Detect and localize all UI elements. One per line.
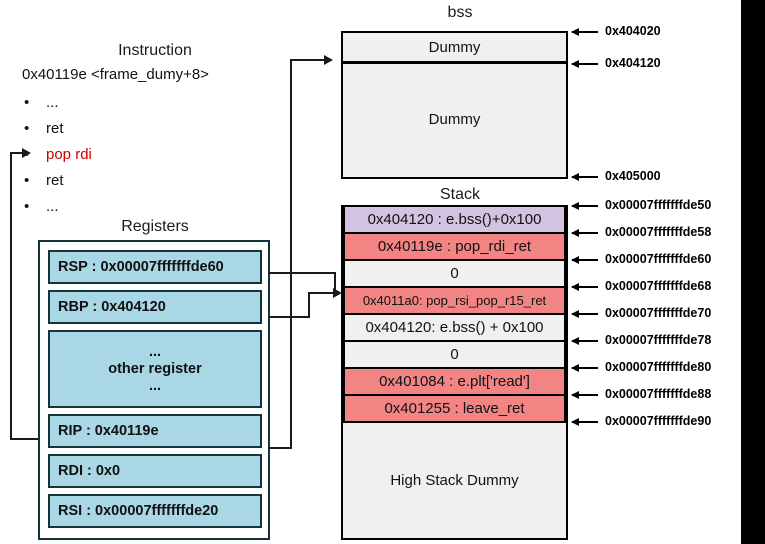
rbp-connector-vertical [308,294,310,318]
stack-panel: 0x404120 : e.bss()+0x100 0x40119e : pop_… [341,204,568,540]
instruction-line-text: ret [46,120,64,137]
stack-row-bss-plus-100[interactable]: 0x404120 : e.bss()+0x100 [343,204,566,234]
instruction-line-2-highlighted: •pop rdi [24,144,92,166]
instruction-line-3: • ret [24,170,64,192]
register-other[interactable]: ... other register ... [48,330,262,408]
stack-addr-de68: 0x00007fffffffde68 [605,279,712,293]
stack-title: Stack [439,186,480,203]
stack-row-plt-read[interactable]: 0x401084 : e.plt['read'] [343,366,566,396]
stack-addr-arrow-4 [571,309,598,318]
right-black-bar [741,0,765,544]
instruction-line-0: •... [24,92,59,114]
stack-row-leave-ret[interactable]: 0x401255 : leave_ret [343,393,566,423]
register-rsp-label: RSP : 0x00007fffffffde60 [58,259,224,275]
stack-addr-de80: 0x00007fffffffde80 [605,360,712,374]
stack-addr-arrow-0 [571,201,598,210]
stack-addr-de88: 0x00007fffffffde88 [605,387,712,401]
register-other-label: other register [108,360,202,377]
bss-addr-arrow-1 [571,59,598,68]
stack-addr-arrow-7 [571,390,598,399]
stack-addr-arrow-8 [571,417,598,426]
stack-addr-arrow-5 [571,336,598,345]
instruction-line-text: pop rdi [46,146,92,163]
stack-row-label: 0 [450,345,459,363]
bss-addr-404120: 0x404120 [605,56,661,70]
instruction-line-text: ... [46,198,59,215]
stack-addr-de90: 0x00007fffffffde90 [605,414,712,428]
stack-row-label: 0x4011a0: pop_rsi_pop_r15_ret [362,292,547,308]
instruction-line-text: ... [46,94,59,111]
bss-panel: Dummy Dummy [341,31,568,179]
stack-addr-de70: 0x00007fffffffde70 [605,306,712,320]
stack-addr-de58: 0x00007fffffffde58 [605,225,712,239]
register-rsp[interactable]: RSP : 0x00007fffffffde60 [48,250,262,284]
stack-row-bss-plus-100-2[interactable]: 0x404120: e.bss() + 0x100 [343,312,566,342]
bss-addr-arrow-2 [571,172,598,181]
register-rdi[interactable]: RDI : 0x0 [48,454,262,488]
register-rbp[interactable]: RBP : 0x404120 [48,290,262,324]
stack-row-pop-rsi-r15-ret[interactable]: 0x4011a0: pop_rsi_pop_r15_ret [343,285,566,315]
register-rbp-label: RBP : 0x404120 [58,299,166,315]
register-rsi[interactable]: RSI : 0x00007fffffffde20 [48,494,262,528]
rsp-connector-horizontal [268,272,336,274]
instruction-line-text: ret [46,172,64,189]
bss-connector-top [290,59,326,61]
rsp-connector-vertical [334,272,336,294]
stack-row-label: 0 [450,264,459,282]
stack-row-zero-2[interactable]: 0 [343,339,566,369]
stack-addr-arrow-6 [571,363,598,372]
rip-connector-bottom [10,438,56,440]
stack-row-label: 0x401255 : leave_ret [384,399,525,417]
bss-divider [343,61,566,64]
instruction-address: 0x40119e <frame_dumy+8> [22,66,209,83]
bullet-icon: • [24,198,30,215]
registers-title: Registers [121,218,189,235]
stack-addr-de78: 0x00007fffffffde78 [605,333,712,347]
bss-cell-dummy-top: Dummy [428,38,481,56]
bss-connector-vertical [290,59,292,449]
rip-connector-top [10,152,24,154]
stack-row-zero-1[interactable]: 0 [343,258,566,288]
stack-addr-arrow-1 [571,228,598,237]
stack-row-label: 0x40119e : pop_rdi_ret [377,237,532,255]
rbp-connector-horizontal [268,316,310,318]
bss-addr-404020: 0x404020 [605,24,661,38]
stack-addr-de50: 0x00007fffffffde50 [605,198,712,212]
bullet-icon: • [24,172,30,189]
stack-row-pop-rdi-ret[interactable]: 0x40119e : pop_rdi_ret [343,231,566,261]
stack-row-label: High Stack Dummy [390,472,519,489]
stack-row-label: 0x401084 : e.plt['read'] [379,372,530,390]
stack-addr-arrow-2 [571,255,598,264]
bullet-icon: • [24,120,30,137]
rip-connector-vertical [10,152,12,440]
bss-title: bss [447,4,473,21]
instruction-title: Instruction [118,42,192,59]
bss-cell-dummy-main: Dummy [428,111,481,128]
registers-panel: RSP : 0x00007fffffffde60 RBP : 0x404120 … [38,240,270,540]
instruction-line-4: •... [24,196,59,218]
stack-row-label: 0x404120 : e.bss()+0x100 [367,210,542,228]
stack-row-label: 0x404120: e.bss() + 0x100 [365,318,544,336]
register-other-dots-bottom: ... [148,377,162,394]
register-rip-label: RIP : 0x40119e [58,423,159,439]
bss-connector-arrowhead [324,55,333,65]
stack-row-high-dummy: High Stack Dummy [343,422,566,539]
bss-addr-arrow-0 [571,27,598,36]
instruction-line-1: • ret [24,118,64,140]
rip-connector-arrowhead [22,148,31,158]
stack-pointer-arrowhead [333,288,342,298]
bss-addr-405000: 0x405000 [605,169,661,183]
bss-connector-bottom [268,447,292,449]
stack-addr-de60: 0x00007fffffffde60 [605,252,712,266]
stack-pointer-connector [308,292,338,294]
bullet-icon: • [24,94,30,111]
register-rdi-label: RDI : 0x0 [58,463,121,479]
stack-addr-arrow-3 [571,282,598,291]
register-rsi-label: RSI : 0x00007fffffffde20 [58,503,219,519]
register-other-dots-top: ... [148,343,162,360]
register-rip[interactable]: RIP : 0x40119e [48,414,262,448]
